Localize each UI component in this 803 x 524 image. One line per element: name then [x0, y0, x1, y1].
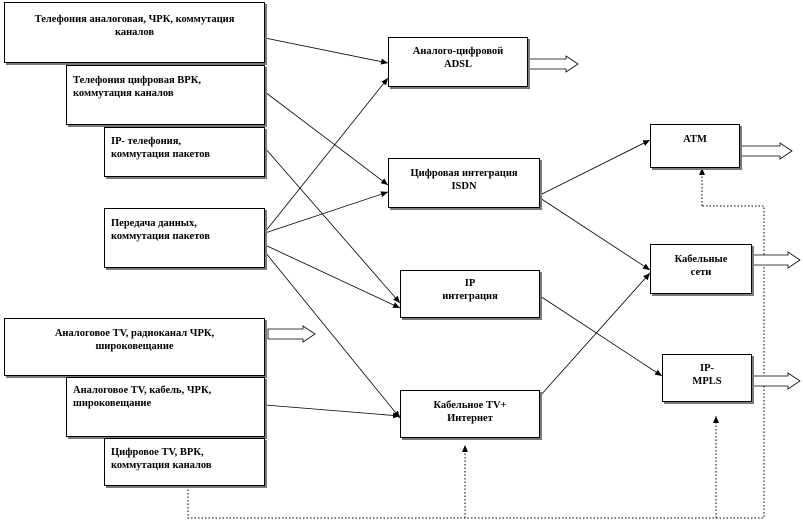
arrow-isdn-to-atm [539, 139, 651, 196]
source-analog-telephony: Телефония аналоговая, ЧРК, коммутация ка… [4, 2, 265, 63]
source-digital-tv: Цифровое TV, ВРК, коммутация каналов [104, 438, 265, 486]
arrow-digital-phone-to-isdn [264, 91, 389, 186]
source-data-transmission: Передача данных, коммутация пакетов [104, 208, 265, 268]
integration-adsl: Аналого-цифровой ADSL [388, 37, 528, 87]
arrow-cable-tv-to-cable-nets [539, 272, 651, 397]
source-digital-telephony: Телефония цифровая ВРК, коммутация канал… [66, 65, 265, 125]
hollow-arrow-cable-nets-out [751, 251, 801, 269]
hollow-arrow-atm-out [739, 142, 793, 160]
hollow-arrow-analog-tv-radio-out [267, 325, 316, 343]
integration-isdn: Цифровая интеграция ISDN [388, 158, 540, 208]
hollow-arrow-mpls-out [751, 372, 801, 390]
arrow-data-to-adsl [264, 77, 389, 233]
dotted-line-right-loop [702, 205, 765, 519]
arrow-data-to-cable-tv [264, 251, 401, 419]
source-analog-tv-radio: Аналоговое TV, радиоканал ЧРК, широковещ… [4, 318, 265, 376]
source-ip-telephony: IP- телефония, коммутация пакетов [104, 127, 265, 177]
arrow-ip-phone-to-ip [264, 147, 401, 304]
arrow-ip-to-mpls [539, 295, 663, 377]
dotted-line-bottom-left [187, 486, 716, 519]
arrow-analog-tv-cable-to-cable-tv [264, 404, 401, 419]
hollow-arrow-adsl-out [527, 55, 579, 73]
arrow-data-to-isdn [264, 191, 389, 234]
network-atm: ATM [650, 124, 740, 168]
source-analog-tv-cable: Аналоговое TV, кабель, ЧРК, широковещани… [66, 377, 265, 437]
arrow-isdn-to-cable-nets [539, 197, 651, 271]
arrow-data-to-ip [264, 244, 401, 309]
arrow-analog-phone-to-adsl [264, 37, 389, 65]
integration-ip: IP интеграция [400, 270, 540, 318]
network-ip-mpls: IP- MPLS [662, 354, 752, 402]
network-cable: Кабельные сети [650, 244, 752, 294]
integration-cable-tv-internet: Кабельное TV+ Интернет [400, 390, 540, 438]
